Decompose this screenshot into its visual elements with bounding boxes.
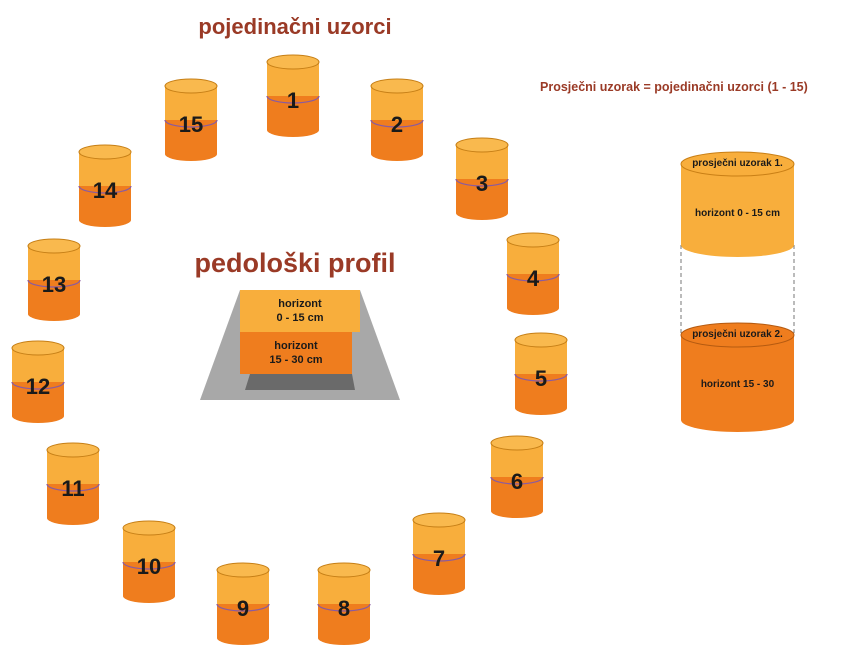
profile-lower-line1: horizont	[274, 340, 318, 352]
profile-upper-line2: 0 - 15 cm	[276, 312, 324, 324]
cylinder-icon	[11, 340, 65, 423]
sample-number: 13	[41, 272, 67, 297]
composite2-horizon: horizont 15 - 30	[700, 379, 775, 390]
cylinder-icon	[78, 144, 132, 227]
composite2-top	[680, 322, 795, 348]
sample-number: 15	[178, 112, 204, 137]
cylinder-icon	[266, 54, 320, 137]
sample-number: 14	[92, 178, 118, 203]
soil-profile-shape	[200, 290, 400, 400]
sample-number: 12	[25, 374, 51, 399]
composite2-title: prosječni uzorak 2.	[692, 329, 783, 340]
sample-cylinder: 3	[455, 137, 509, 221]
sample-number: 3	[475, 171, 489, 196]
composite1-horizon: horizont 0 - 15 cm	[694, 208, 780, 219]
formula-composite-sample: Prosječni uzorak = pojedinačni uzorci (1…	[540, 80, 808, 94]
profile-horizon-upper	[240, 290, 360, 332]
composite-sample-diagram	[680, 150, 795, 435]
profile-pit-floor	[245, 374, 355, 390]
sample-number: 8	[337, 596, 351, 621]
sample-cylinder: 1	[266, 54, 320, 138]
cylinder-icon	[514, 332, 568, 415]
sample-number: 7	[432, 546, 446, 571]
cylinder-icon	[506, 232, 560, 315]
soil-profile-diagram	[200, 290, 400, 400]
composite-cylinders-shape	[680, 151, 795, 432]
profile-upper-label: horizont 0 - 15 cm	[240, 297, 360, 325]
sample-number: 4	[526, 266, 540, 291]
sample-cylinder: 9	[216, 562, 270, 646]
title-individual-samples: pojedinačni uzorci	[198, 14, 392, 39]
cylinder-icon	[46, 442, 100, 525]
sample-number: 2	[390, 112, 404, 137]
cylinder-icon	[490, 435, 544, 518]
profile-upper-line1: horizont	[278, 298, 322, 310]
composite1-body	[681, 164, 794, 257]
sample-cylinder: 7	[412, 512, 466, 596]
sample-cylinder: 8	[317, 562, 371, 646]
composite2-body	[681, 335, 794, 432]
sample-cylinder: 11	[46, 442, 100, 526]
sample-number: 1	[286, 88, 300, 113]
sample-number: 6	[510, 469, 524, 494]
sample-cylinder: 2	[370, 78, 424, 162]
sample-number: 5	[534, 366, 548, 391]
cylinder-icon	[122, 520, 176, 603]
sample-cylinder: 12	[11, 340, 65, 424]
cylinder-icon	[216, 562, 270, 645]
sample-cylinder: 15	[164, 78, 218, 162]
cylinder-icon	[164, 78, 218, 161]
cylinder-icon	[412, 512, 466, 595]
sample-cylinder: 10	[122, 520, 176, 604]
sample-number: 9	[236, 596, 250, 621]
cylinder-icon	[317, 562, 371, 645]
sample-cylinder: 6	[490, 435, 544, 519]
sample-number: 11	[61, 476, 85, 501]
sample-cylinder: 5	[514, 332, 568, 416]
sample-cylinder: 4	[506, 232, 560, 316]
sample-cylinder: 13	[27, 238, 81, 322]
profile-lower-label: horizont 15 - 30 cm	[240, 339, 352, 367]
composite1-top	[680, 151, 795, 177]
cylinder-icon	[27, 238, 81, 321]
cylinder-icon	[370, 78, 424, 161]
sample-number: 10	[136, 554, 162, 579]
label-soil-profile: pedološki profil	[194, 248, 396, 278]
sample-cylinder: 14	[78, 144, 132, 228]
profile-horizon-lower	[240, 332, 352, 374]
composite1-title: prosječni uzorak 1.	[692, 158, 783, 169]
profile-lower-line2: 15 - 30 cm	[269, 354, 323, 366]
cylinder-icon	[455, 137, 509, 220]
